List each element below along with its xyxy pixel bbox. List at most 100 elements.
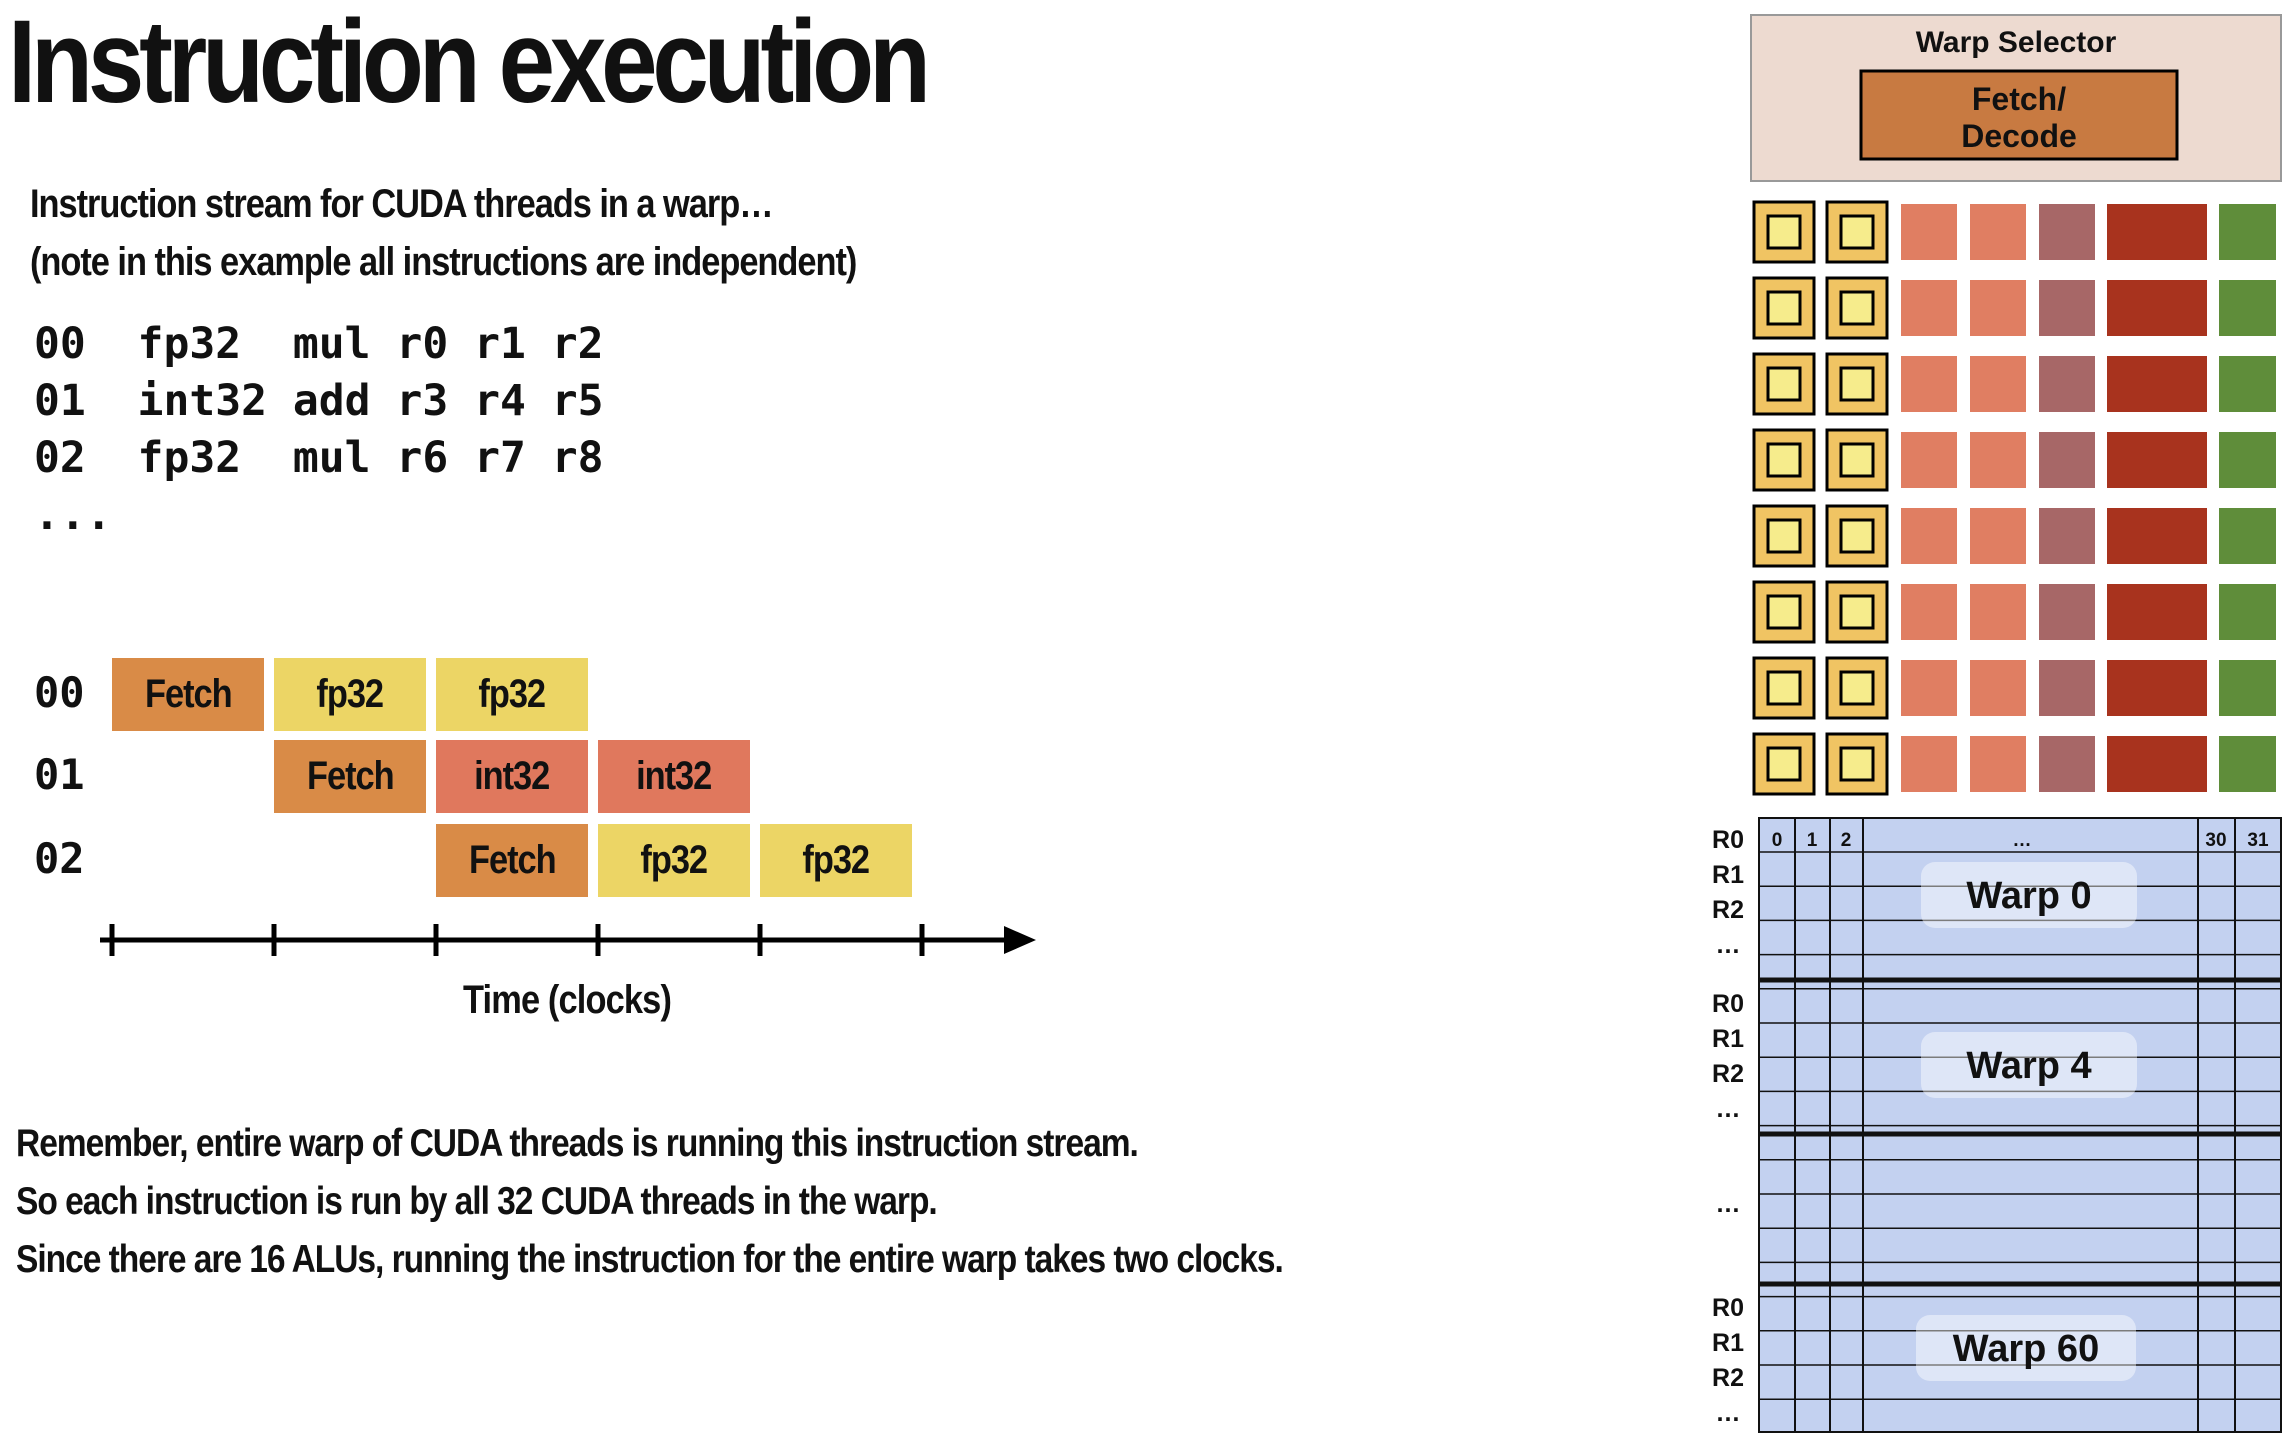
- execution-unit: [2219, 584, 2276, 640]
- register-column-label: …: [2013, 830, 2032, 851]
- alu-unit-inner: [1766, 214, 1802, 250]
- execution-unit: [1970, 280, 2026, 336]
- execution-unit: [2039, 280, 2095, 336]
- execution-unit: [1970, 660, 2026, 716]
- alu-unit-inner: [1839, 746, 1875, 782]
- execution-unit: [2219, 736, 2276, 792]
- execution-unit: [2219, 280, 2276, 336]
- remark-line-1: Remember, entire warp of CUDA threads is…: [16, 1122, 1139, 1165]
- page-title: Instruction execution: [8, 0, 931, 128]
- warp-label: Warp 60: [1953, 1328, 2099, 1370]
- register-label: R2: [1712, 1060, 1744, 1088]
- execution-unit: [1901, 736, 1957, 792]
- alu-unit: [1825, 276, 1889, 340]
- execution-unit: [2107, 280, 2207, 336]
- execution-unit: [1970, 432, 2026, 488]
- register-label: R1: [1712, 861, 1744, 889]
- timeline-row-label: 00: [34, 668, 85, 717]
- execution-unit: [1901, 432, 1957, 488]
- execution-unit: [2039, 432, 2095, 488]
- register-label: R0: [1712, 990, 1744, 1018]
- timeline-row-label: 01: [34, 750, 85, 799]
- warp-label: Warp 0: [1966, 875, 2091, 917]
- execution-unit: [2107, 660, 2207, 716]
- alu-unit-inner: [1766, 366, 1802, 402]
- pipeline-stage-fp: fp32: [598, 824, 750, 897]
- execution-unit: [2107, 356, 2207, 412]
- alu-unit-inner: [1839, 442, 1875, 478]
- time-axis-arrowhead: [1004, 926, 1036, 954]
- alu-unit-inner: [1766, 670, 1802, 706]
- code-line-ellipsis: ...: [34, 490, 112, 540]
- execution-unit: [2039, 204, 2095, 260]
- code-line-0: 00 fp32 mul r0 r1 r2: [34, 319, 604, 369]
- alu-unit: [1752, 352, 1816, 416]
- execution-unit: [1970, 356, 2026, 412]
- execution-unit: [1970, 584, 2026, 640]
- alu-unit-inner: [1766, 442, 1802, 478]
- alu-unit-inner: [1766, 746, 1802, 782]
- remark-line-3: Since there are 16 ALUs, running the ins…: [16, 1238, 1284, 1281]
- warp-selector-label: Warp Selector: [1916, 26, 2117, 59]
- execution-unit: [2219, 204, 2276, 260]
- execution-unit: [2219, 432, 2276, 488]
- register-label: …: [1716, 1095, 1741, 1123]
- alu-unit-inner: [1839, 214, 1875, 250]
- execution-unit: [1901, 356, 1957, 412]
- execution-unit: [2107, 508, 2207, 564]
- register-label: R1: [1712, 1329, 1744, 1357]
- register-column-label: 1: [1807, 830, 1818, 851]
- fetch-decode-label-2: Decode: [1961, 118, 2077, 154]
- time-axis: [100, 924, 1036, 956]
- alu-unit-inner: [1766, 290, 1802, 326]
- alu-unit-inner: [1839, 594, 1875, 630]
- execution-unit: [1901, 660, 1957, 716]
- pipeline-stage-int: int32: [436, 740, 588, 813]
- execution-units: [1752, 200, 2276, 796]
- execution-unit: [1970, 508, 2026, 564]
- code-line-2: 02 fp32 mul r6 r7 r8: [34, 433, 604, 483]
- register-column-label: 2: [1841, 830, 1852, 851]
- alu-unit-inner: [1839, 366, 1875, 402]
- warp-label: Warp 4: [1966, 1045, 2091, 1087]
- register-label: R2: [1712, 896, 1744, 924]
- register-label: R1: [1712, 1025, 1744, 1053]
- execution-unit: [2219, 508, 2276, 564]
- register-column-label: 0: [1772, 830, 1783, 851]
- execution-unit: [2107, 204, 2207, 260]
- fetch-decode-unit: [1859, 69, 2179, 161]
- alu-unit-inner: [1766, 518, 1802, 554]
- pipeline-stage-fp: fp32: [436, 658, 588, 731]
- alu-unit: [1825, 504, 1889, 568]
- register-label: R2: [1712, 1364, 1744, 1392]
- alu-unit: [1752, 276, 1816, 340]
- execution-unit: [2107, 736, 2207, 792]
- pipeline-stage-fetch: Fetch: [436, 824, 588, 897]
- register-label: R0: [1712, 826, 1744, 854]
- timeline-row-label: 02: [34, 834, 85, 883]
- pipeline-stage-fetch: Fetch: [112, 658, 264, 731]
- register-label: …: [1716, 1399, 1741, 1427]
- execution-unit: [2107, 432, 2207, 488]
- execution-unit: [2039, 356, 2095, 412]
- fetch-decode-label-1: Fetch/: [1972, 81, 2066, 117]
- remark-line-2: So each instruction is run by all 32 CUD…: [16, 1180, 938, 1223]
- execution-unit: [1970, 204, 2026, 260]
- pipeline-stage-int: int32: [598, 740, 750, 813]
- register-label: …: [1716, 1190, 1741, 1218]
- warp-label-pill: [1921, 862, 2137, 928]
- execution-unit: [2039, 736, 2095, 792]
- execution-unit: [2039, 660, 2095, 716]
- execution-unit: [2219, 356, 2276, 412]
- execution-unit: [1970, 736, 2026, 792]
- pipeline-stage-fp: fp32: [760, 824, 912, 897]
- warp-label-pill: [1916, 1315, 2136, 1381]
- execution-unit: [2039, 508, 2095, 564]
- execution-unit: [1901, 584, 1957, 640]
- code-line-1: 01 int32 add r3 r4 r5: [34, 376, 604, 426]
- alu-unit-inner: [1839, 290, 1875, 326]
- register-column-label: 30: [2205, 830, 2226, 851]
